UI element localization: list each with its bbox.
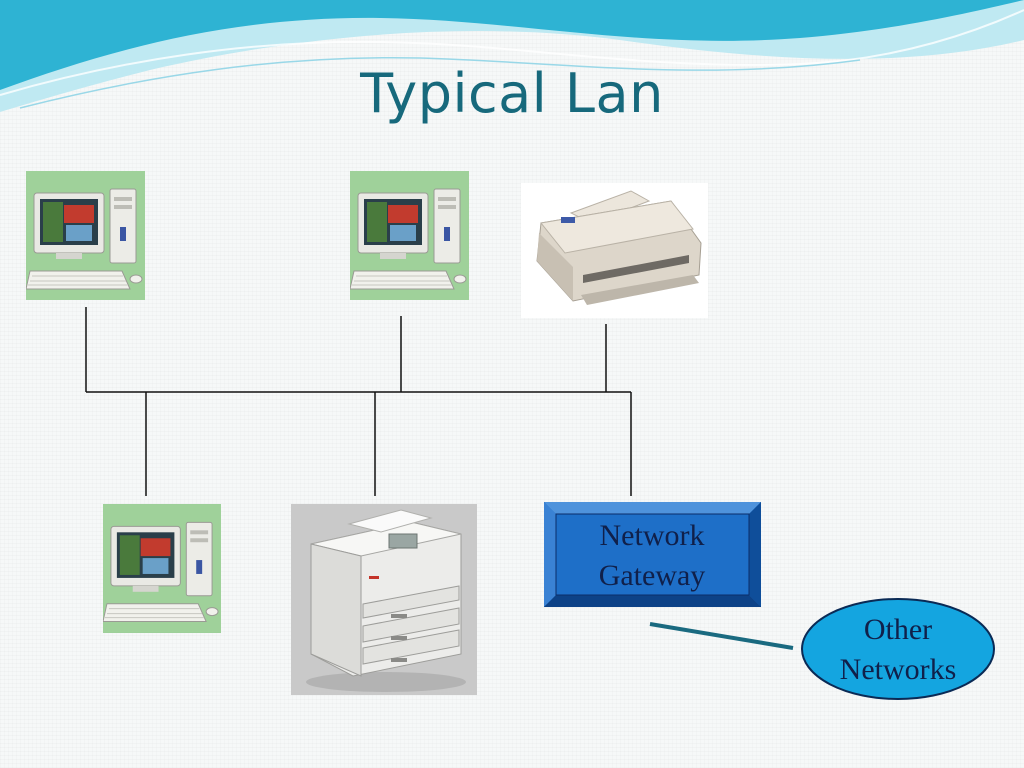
other-networks-label: Other Networks xyxy=(804,610,992,690)
gateway-link xyxy=(649,622,794,650)
other-networks-line-1: Other xyxy=(863,613,933,646)
network-gateway-line-1: Network xyxy=(599,519,705,552)
other-networks-ellipse xyxy=(801,598,995,700)
network-gateway-label: Network Gateway xyxy=(560,516,744,596)
inkjet-printer-icon xyxy=(521,183,708,318)
wave-front xyxy=(0,0,1024,90)
wave-highlight-2 xyxy=(19,56,861,109)
header-wave xyxy=(0,0,1024,112)
desktop-computer-icon xyxy=(26,171,145,300)
slide-title: Typical Lan xyxy=(360,62,664,125)
network-gateway-line-2: Gateway xyxy=(598,559,706,592)
network-gateway-box xyxy=(544,502,761,607)
desktop-computer-icon xyxy=(103,504,221,633)
other-networks-line-2: Networks xyxy=(839,653,957,686)
wave-highlight xyxy=(0,9,1024,96)
laser-printer-icon xyxy=(291,504,477,695)
desktop-computer-icon xyxy=(350,171,469,300)
